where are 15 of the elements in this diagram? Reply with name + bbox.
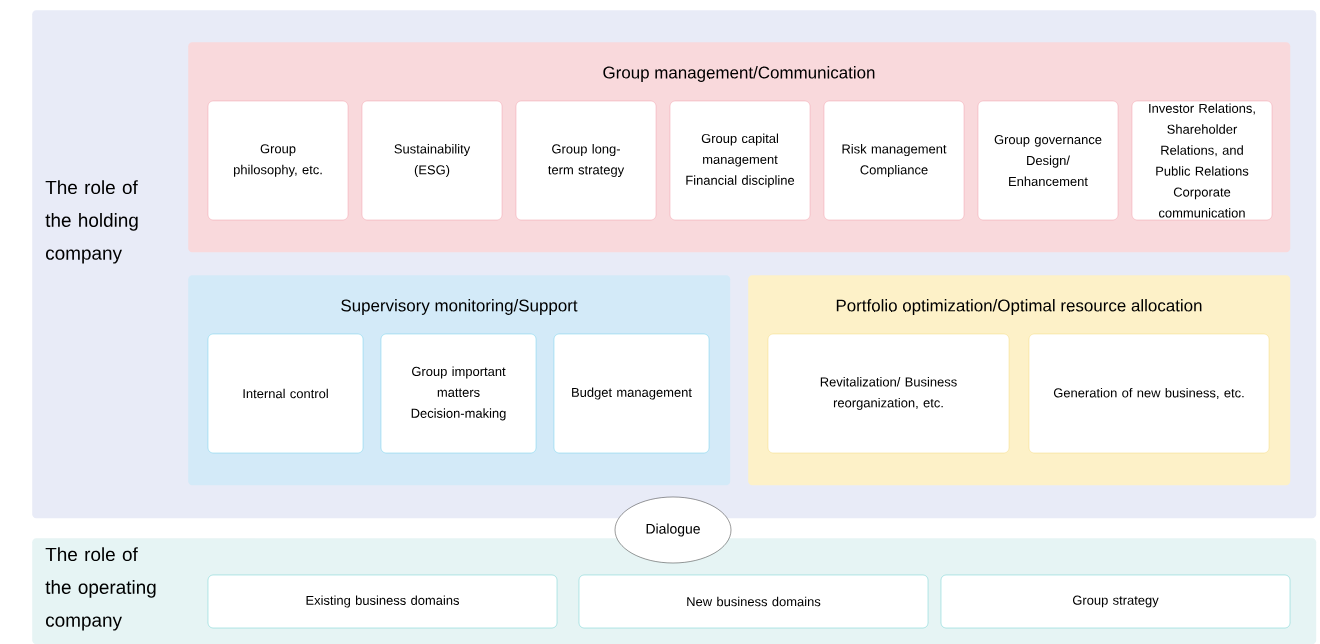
item-box: Group long-term strategy bbox=[515, 100, 657, 221]
item-box: Group strategy bbox=[940, 574, 1291, 629]
item-box: Risk management Compliance bbox=[823, 100, 965, 221]
item-box: Existing business domains bbox=[207, 574, 558, 629]
item-box: Generation of new business, etc. bbox=[1028, 333, 1270, 454]
item-box: Group important matters Decision-making bbox=[380, 333, 537, 454]
item-box: Group philosophy, etc. bbox=[207, 100, 349, 221]
item-box: Budget management bbox=[553, 333, 710, 454]
item-box: Group governance Design/ Enhancement bbox=[977, 100, 1119, 221]
item-box: Group capital management Financial discipline bbox=[669, 100, 811, 221]
item-box: New business domains bbox=[578, 574, 929, 629]
item-box: Investor Relations, Shareholder Relations, and Public Relations Corporate communication bbox=[1131, 100, 1273, 221]
item-box: Internal control bbox=[207, 333, 364, 454]
item-box: Revitalization/ Business reorganization, etc. bbox=[767, 333, 1010, 454]
item-box: Sustainability (ESG) bbox=[361, 100, 503, 221]
